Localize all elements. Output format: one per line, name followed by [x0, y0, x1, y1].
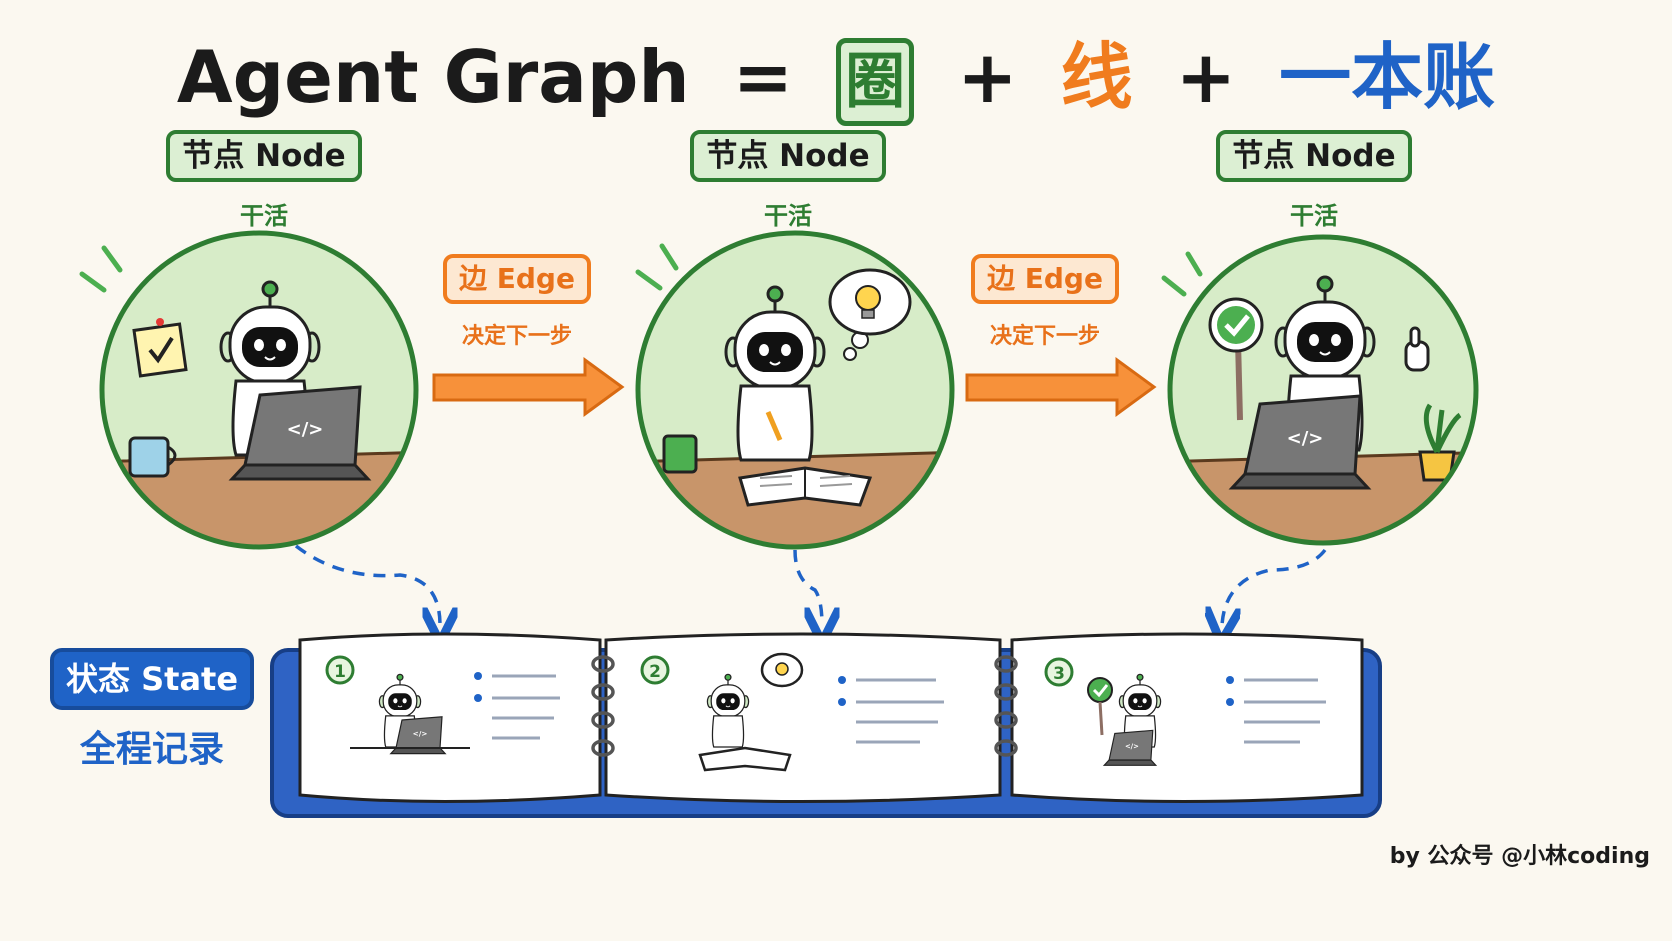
node-2-illustration: [635, 230, 955, 550]
edge-1-label: 边 Edge: [443, 254, 591, 304]
node-3-sub: 干活: [1290, 202, 1338, 230]
title-ledger-word: 一本账: [1279, 35, 1496, 119]
node-2-sub: 干活: [764, 202, 812, 230]
title-equals: =: [732, 35, 794, 119]
edge-1-arrow: [432, 357, 625, 417]
state-sub: 全程记录: [79, 729, 224, 770]
state-label: 状态 State: [50, 648, 254, 710]
edge-2-arrow: [965, 357, 1157, 417]
state-link-2-arrow: [793, 549, 822, 625]
state-notebook: 1 2 3: [270, 632, 1382, 818]
author-credit: by 公众号 @小林coding: [1389, 844, 1650, 869]
title-circle-word: 圈: [836, 38, 915, 127]
notebook-page-1: 1: [298, 632, 602, 803]
binder-rings: [591, 655, 1018, 757]
edge-2-sub: 决定下一步: [989, 324, 1100, 349]
edge-2-label: 边 Edge: [971, 254, 1119, 304]
node-3-illustration: [1161, 234, 1479, 546]
page-1-number: 1: [334, 662, 346, 682]
edge-1-sub: 决定下一步: [461, 324, 572, 349]
state-link-1-arrow: [294, 544, 440, 625]
notebook-page-3: 3: [1010, 632, 1364, 803]
page-3-number: 3: [1053, 664, 1065, 684]
page-title: Agent Graph = 圈 + 线 + 一本账: [0, 18, 1672, 127]
node-1-sub: 干活: [240, 202, 288, 230]
title-prefix: Agent Graph: [176, 35, 690, 119]
node-3-label: 节点 Node: [1216, 130, 1412, 182]
node-2-label: 节点 Node: [690, 130, 886, 182]
title-plus-2: +: [1175, 35, 1237, 119]
node-1-illustration: [79, 230, 419, 550]
page-2-number: 2: [649, 662, 661, 682]
node-1-label: 节点 Node: [166, 130, 362, 182]
title-plus-1: +: [957, 35, 1018, 119]
notebook-page-2: 2: [604, 632, 1002, 803]
state-link-3-arrow: [1222, 548, 1327, 625]
title-line-word: 线: [1060, 35, 1133, 119]
